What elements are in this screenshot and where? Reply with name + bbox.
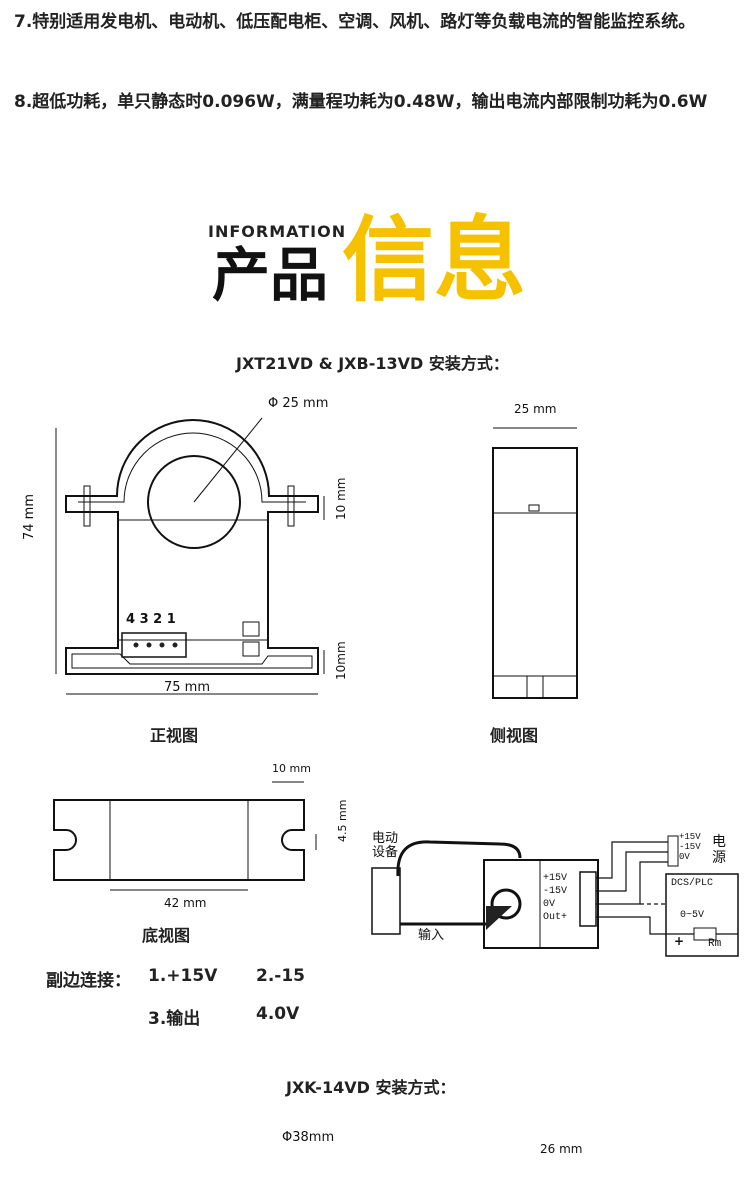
heading-cn-gold: 信息 [342,207,527,314]
bottom-dim-hole: 4.5 mm [336,799,349,842]
front-dim-width: 75 mm [164,680,211,695]
connection-item-3: 3.输出 [148,1009,201,1029]
connection-item-2: 2.-15 [256,966,305,986]
front-view-drawing [65,419,319,675]
front-dim-slot: 10 mm [334,477,348,520]
wiring-supply-label: 电源 [712,834,726,866]
connection-label: 副边连接： [46,971,131,991]
wiring-diagram-drawing [371,835,739,957]
heading-en: INFORMATION [208,222,347,241]
front-dim-base: 10mm [334,641,348,680]
wiring-plus-label: + [674,934,685,948]
side-view-drawing [492,447,578,699]
wiring-rm-label: Rm [708,938,722,950]
wiring-input-label: 输入 [418,928,445,943]
install2-dim-width: 26 mm [540,1142,583,1156]
feature-item-7: 7.特别适用发电机、电动机、低压配电柜、空调、风机、路灯等负载电流的智能监控系统… [14,12,696,32]
bottom-view-caption: 底视图 [142,926,191,945]
install2-title: JXK-14VD 安装方式： [286,1078,456,1097]
install1-title: JXT21VD & JXB-13VD 安装方式： [236,354,509,373]
wiring-range-label: 0~5V [680,910,705,921]
feature-item-8: 8.超低功耗，单只静态时0.096W，满量程功耗为0.48W，输出电流内部限制功… [14,92,708,112]
wiring-device-label: 电动设备 [372,831,399,860]
bottom-view-drawing [53,799,305,881]
front-dim-diameter: Φ 25 mm [268,396,329,411]
heading-cn-black: 产品 [212,241,329,309]
bottom-dim-width: 42 mm [164,896,207,910]
technical-drawings [53,417,739,957]
connection-item-1: 1.+15V [148,966,218,986]
front-dim-height: 74 mm [22,493,37,540]
front-pin-labels: 4 3 2 1 [126,612,176,627]
wiring-dcs-label: DCS/PLC [671,878,714,889]
install2-dim-diameter: Φ38mm [282,1130,335,1145]
front-view-caption: 正视图 [150,726,199,745]
side-view-caption: 侧视图 [490,726,539,745]
side-dim-width: 25 mm [514,402,557,416]
connection-item-4: 4.0V [256,1004,300,1024]
bottom-dim-slot: 10 mm [272,762,311,775]
